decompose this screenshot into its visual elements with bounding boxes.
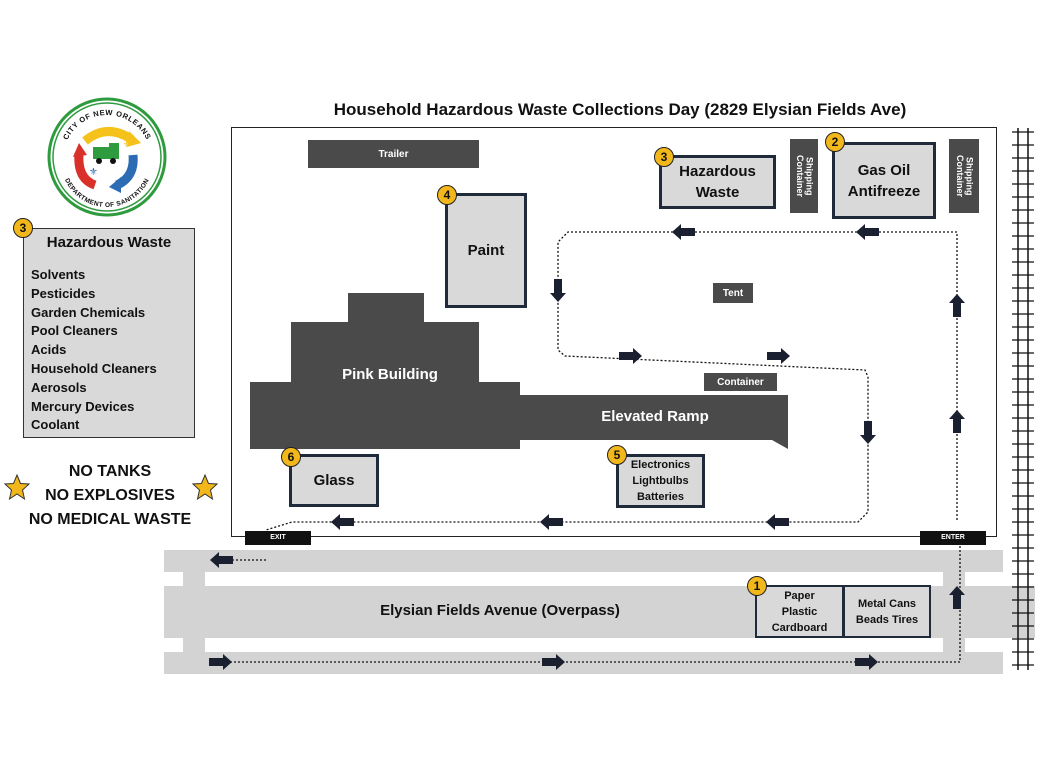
legend-title: Hazardous Waste	[46, 234, 172, 251]
elevated-ramp-label: Elevated Ramp	[601, 408, 709, 425]
star-icon	[191, 473, 219, 505]
legend-item: Coolant	[31, 417, 80, 433]
direction-arrow-icon	[766, 514, 789, 530]
legend-item: Pesticides	[31, 285, 96, 301]
star-icon	[3, 473, 31, 505]
legend-badge: 3	[13, 218, 33, 238]
direction-arrow-icon	[856, 224, 879, 240]
direction-arrow-icon	[672, 224, 695, 240]
svg-text:⚜: ⚜	[123, 140, 130, 149]
pink-building-label: Pink Building	[342, 366, 438, 383]
direction-arrow-icon	[949, 294, 965, 317]
warning-no-explosives: NO EXPLOSIVES	[45, 487, 175, 504]
road-label: Elysian Fields Avenue (Overpass)	[380, 602, 620, 619]
station-paint: Paint	[445, 193, 527, 308]
legend-item: Acids	[31, 342, 67, 358]
station-badge: 3	[654, 147, 674, 167]
direction-arrow-icon	[767, 348, 790, 364]
warnings: NO TANKS NO EXPLOSIVES NO MEDICAL WASTE	[0, 460, 220, 532]
direction-arrow-icon	[949, 586, 965, 609]
direction-arrow-icon	[542, 654, 565, 670]
sanitation-logo: CITY OF NEW ORLEANS DEPARTMENT OF SANITA…	[47, 97, 167, 217]
shipping-container-left: Shipping Container	[790, 139, 818, 213]
direction-arrow-icon	[210, 552, 233, 568]
railroad-track	[1012, 128, 1034, 670]
site-boundary	[231, 127, 997, 537]
container: Container	[704, 373, 777, 391]
station-gas-oil: Gas Oil Antifreeze	[832, 142, 936, 219]
station-electronics: Electronics Lightbulbs Batteries	[616, 454, 705, 508]
station-recycling-paper: Paper Plastic Cardboard	[755, 585, 844, 638]
direction-arrow-icon	[619, 348, 642, 364]
warning-no-medical-waste: NO MEDICAL WASTE	[28, 511, 192, 528]
legend-item: Garden Chemicals	[31, 304, 146, 320]
warning-no-tanks: NO TANKS	[68, 463, 152, 480]
hazardous-waste-legend: Hazardous Waste Solvents Pesticides Gard…	[23, 228, 195, 438]
station-badge: 6	[281, 447, 301, 467]
service-road-top	[164, 550, 1003, 572]
station-badge: 5	[607, 445, 627, 465]
legend-list: Solvents Pesticides Garden Chemicals Poo…	[31, 266, 157, 435]
direction-arrow-icon	[209, 654, 232, 670]
tent: Tent	[713, 283, 753, 303]
station-glass: Glass	[289, 454, 379, 507]
direction-arrow-icon	[331, 514, 354, 530]
station-badge: 1	[747, 576, 767, 596]
legend-item: Solvents	[31, 267, 86, 282]
station-badge: 4	[437, 185, 457, 205]
svg-text:⚜: ⚜	[77, 152, 84, 161]
enter-sign: ENTER	[920, 531, 986, 545]
station-badge: 2	[825, 132, 845, 152]
trailer: Trailer	[308, 140, 479, 168]
legend-item: Aerosols	[31, 379, 87, 395]
direction-arrow-icon	[949, 410, 965, 433]
legend-item: Household Cleaners	[31, 360, 157, 376]
station-hazardous-waste: Hazardous Waste	[659, 155, 776, 209]
legend-item: Pool Cleaners	[31, 323, 118, 339]
exit-sign: EXIT	[245, 531, 311, 545]
direction-arrow-icon	[550, 279, 566, 302]
map-title: Household Hazardous Waste Collections Da…	[333, 100, 907, 119]
direction-arrow-icon	[540, 514, 563, 530]
direction-arrow-icon	[855, 654, 878, 670]
direction-arrow-icon	[860, 421, 876, 444]
shipping-container-right: Shipping Container	[949, 139, 979, 213]
legend-item: Mercury Devices	[31, 398, 135, 414]
svg-text:⚜: ⚜	[89, 167, 98, 178]
service-road-bottom	[164, 652, 1003, 674]
station-recycling-metal: Metal Cans Beads Tires	[843, 585, 931, 638]
